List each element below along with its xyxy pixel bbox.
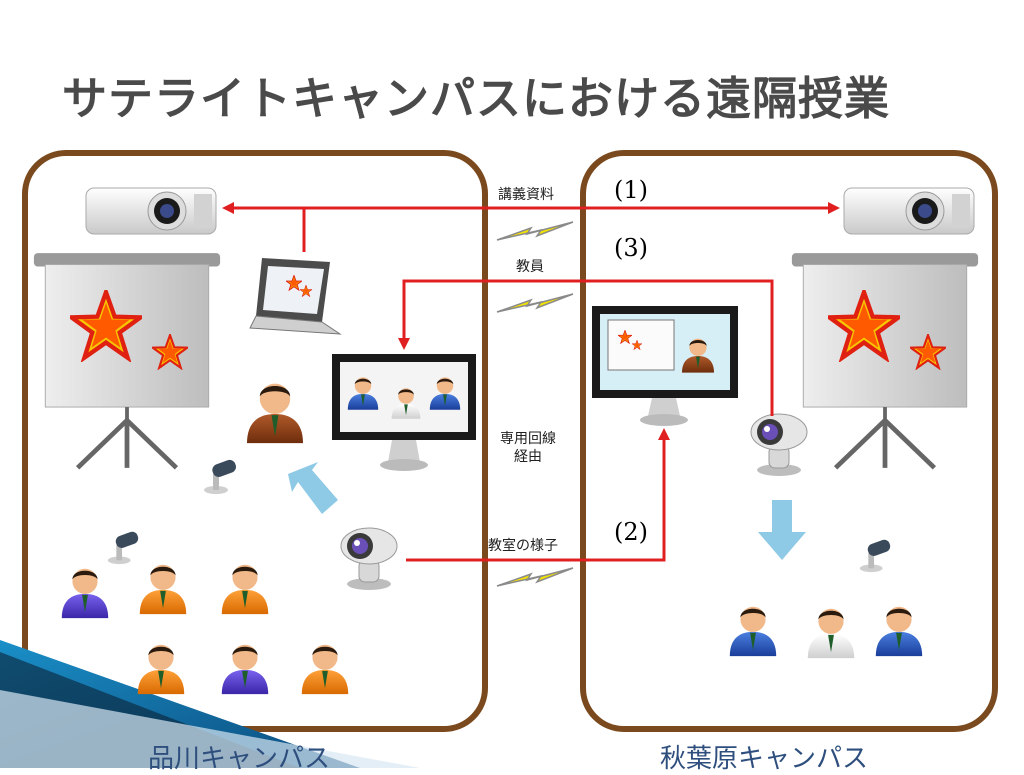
arrow-icon <box>288 462 338 514</box>
student-group <box>61 564 349 695</box>
teacher-avatar <box>247 383 303 444</box>
label-teacher: 教員 <box>516 258 544 276</box>
webcam-icon <box>750 413 808 477</box>
microphone-icon <box>859 538 892 573</box>
arrow-icon <box>758 500 806 560</box>
webcam-icon <box>340 527 398 591</box>
student-group <box>729 606 923 659</box>
monitor-icon <box>592 306 738 426</box>
projection-screen-icon <box>34 253 220 468</box>
label-classroom-view: 教室の様子 <box>488 537 558 555</box>
monitor-icon <box>332 354 476 471</box>
marker-2: (2) <box>614 518 648 546</box>
marker-3: (3) <box>614 234 648 262</box>
projector-icon <box>85 187 217 235</box>
page-title: サテライトキャンパスにおける遠隔授業 <box>62 72 891 125</box>
shinagawa-campus-frame <box>22 150 488 732</box>
arrowheads <box>222 202 840 440</box>
marker-1: (1) <box>614 176 648 204</box>
decorative-stripe <box>0 640 420 768</box>
projection-screen-icon <box>792 253 978 468</box>
label-dedicated-line: 専用回線 経由 <box>500 430 556 466</box>
campus-label-akihabara: 秋葉原キャンパス <box>660 744 869 774</box>
connection-lines <box>232 206 830 562</box>
label-materials: 講義資料 <box>498 186 554 204</box>
lightning-icon <box>496 293 574 313</box>
campus-label-shinagawa: 品川キャンパス <box>148 744 331 774</box>
microphone-icon <box>107 530 140 565</box>
lightning-icon <box>496 567 574 587</box>
microphone-icon <box>204 458 238 494</box>
projector-icon <box>843 187 975 235</box>
lightning-icon <box>496 221 574 241</box>
akihabara-campus-frame <box>580 150 998 732</box>
laptop-icon <box>249 258 342 335</box>
